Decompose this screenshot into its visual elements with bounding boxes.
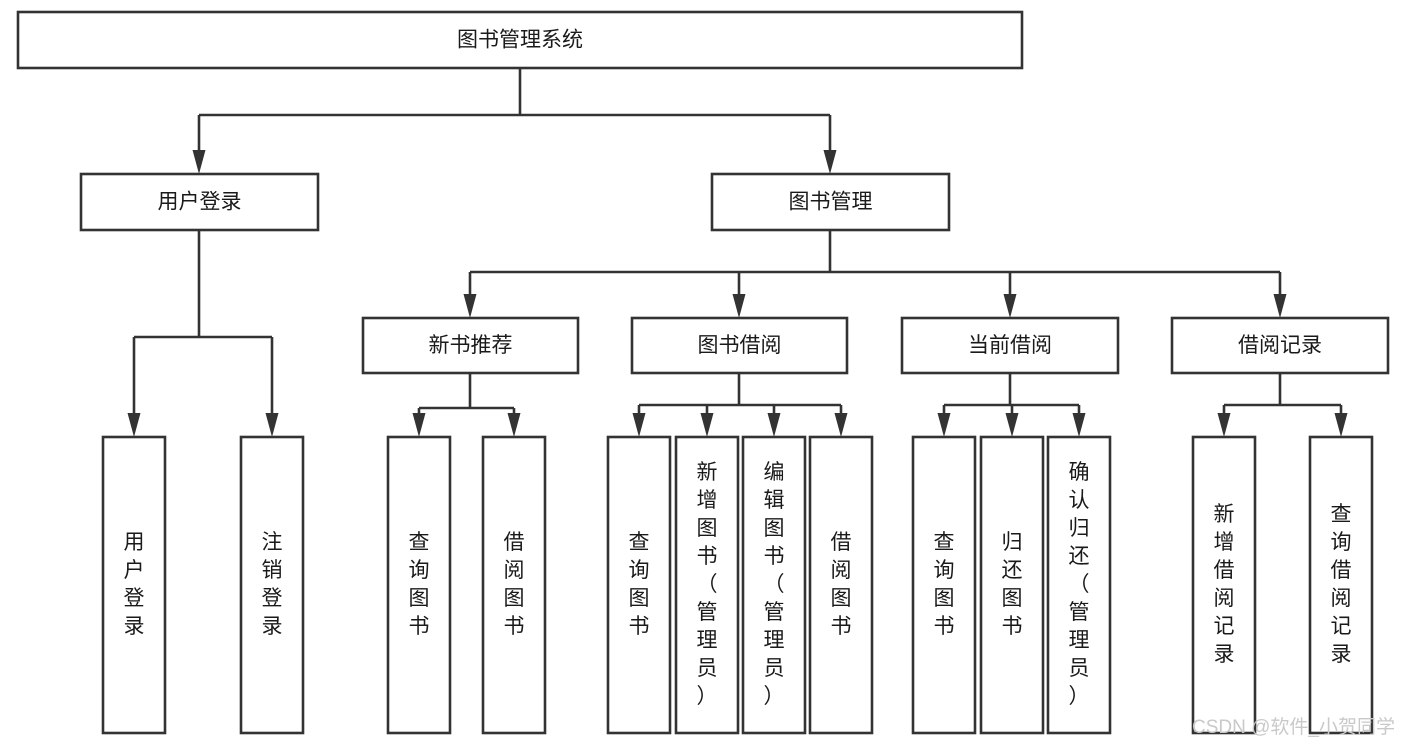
arrow-head-icon <box>632 413 646 437</box>
node-leaf-borrow-book-2[interactable]: 借阅图书 <box>808 435 874 735</box>
arrow-head-icon <box>700 413 714 437</box>
node-label: 图书借阅 <box>698 334 782 357</box>
node-box[interactable] <box>1308 435 1374 735</box>
node-box[interactable] <box>741 435 807 735</box>
node-label: 新增图书（管理员） <box>697 461 718 708</box>
node-box[interactable] <box>79 172 320 232</box>
node-label: 借阅记录 <box>1238 334 1322 357</box>
node-current-borrow[interactable]: 当前借阅 <box>900 316 1120 375</box>
arrow-head-icon <box>1005 413 1019 437</box>
node-label: 新书推荐 <box>429 334 513 357</box>
node-book-borrow[interactable]: 图书借阅 <box>630 316 849 375</box>
node-label: 当前借阅 <box>968 334 1052 357</box>
node-label: 查询图书 <box>934 531 955 638</box>
node-label: 确认归还（管理员） <box>1069 461 1090 708</box>
connector-conn-root <box>192 68 837 174</box>
arrow-head-icon <box>507 413 521 437</box>
node-label: 图书管理 <box>789 191 873 214</box>
node-label: 归还图书 <box>1002 531 1023 638</box>
arrow-head-icon <box>1273 294 1287 318</box>
node-label: 借阅图书 <box>831 531 852 638</box>
node-leaf-edit-book[interactable]: 编辑图书（管理员） <box>741 435 807 735</box>
arrow-head-icon <box>127 413 141 437</box>
node-book-mgmt[interactable]: 图书管理 <box>710 172 951 232</box>
node-label: 查询图书 <box>409 531 430 638</box>
node-leaf-query-book-1[interactable]: 查询图书 <box>386 435 452 735</box>
node-box[interactable] <box>101 435 167 735</box>
node-box[interactable] <box>386 435 452 735</box>
node-box[interactable] <box>674 435 740 735</box>
arrow-head-icon <box>192 150 206 174</box>
node-label: 图书管理系统 <box>457 29 583 52</box>
node-leaf-add-record[interactable]: 新增借阅记录 <box>1191 435 1257 735</box>
node-box[interactable] <box>900 316 1120 375</box>
node-root[interactable]: 图书管理系统 <box>16 10 1024 70</box>
node-leaf-query-record[interactable]: 查询借阅记录 <box>1308 435 1374 735</box>
arrow-head-icon <box>834 413 848 437</box>
node-box[interactable] <box>710 172 951 232</box>
node-leaf-add-book[interactable]: 新增图书（管理员） <box>674 435 740 735</box>
connector-conn-current-borrow <box>937 373 1086 437</box>
node-leaf-query-book-3[interactable]: 查询图书 <box>911 435 977 735</box>
connector-conn-book-mgmt <box>463 230 1287 318</box>
arrow-head-icon <box>937 413 951 437</box>
arrow-head-icon <box>463 294 477 318</box>
watermark-label: CSDN @软件_小贺同学 <box>1192 716 1395 738</box>
watermark-layer: CSDN @软件_小贺同学 <box>1192 716 1395 738</box>
node-box[interactable] <box>361 316 580 375</box>
connector-conn-user-login <box>127 230 279 437</box>
node-new-book-rec[interactable]: 新书推荐 <box>361 316 580 375</box>
arrow-head-icon <box>1003 294 1017 318</box>
node-label: 用户登录 <box>158 191 242 214</box>
arrow-head-icon <box>1334 413 1348 437</box>
node-box[interactable] <box>1191 435 1257 735</box>
arrow-head-icon <box>265 413 279 437</box>
node-leaf-user-logout[interactable]: 注销登录 <box>239 435 305 735</box>
node-layer: 图书管理系统用户登录图书管理新书推荐图书借阅当前借阅借阅记录用户登录注销登录查询… <box>16 10 1390 735</box>
node-user-login[interactable]: 用户登录 <box>79 172 320 232</box>
node-label: 查询图书 <box>629 531 650 638</box>
node-label: 注销登录 <box>262 531 283 638</box>
connector-conn-book-borrow <box>632 373 848 437</box>
node-leaf-confirm-return[interactable]: 确认归还（管理员） <box>1046 435 1112 735</box>
arrow-head-icon <box>767 413 781 437</box>
connector-layer <box>127 68 1348 437</box>
node-box[interactable] <box>1046 435 1112 735</box>
node-label: 编辑图书（管理员） <box>764 461 785 708</box>
node-leaf-query-book-2[interactable]: 查询图书 <box>606 435 672 735</box>
node-borrow-record[interactable]: 借阅记录 <box>1170 316 1390 375</box>
node-box[interactable] <box>808 435 874 735</box>
node-label: 借阅图书 <box>504 531 525 638</box>
arrow-head-icon <box>1217 413 1231 437</box>
node-label: 用户登录 <box>124 531 145 638</box>
node-box[interactable] <box>481 435 547 735</box>
connector-conn-borrow-record <box>1217 373 1348 437</box>
arrow-head-icon <box>412 413 426 437</box>
node-box[interactable] <box>630 316 849 375</box>
node-leaf-return-book[interactable]: 归还图书 <box>979 435 1045 735</box>
arrow-head-icon <box>732 294 746 318</box>
node-box[interactable] <box>16 10 1024 70</box>
node-label: 查询借阅记录 <box>1331 503 1352 666</box>
node-box[interactable] <box>979 435 1045 735</box>
node-label: 新增借阅记录 <box>1214 503 1235 666</box>
node-leaf-user-login[interactable]: 用户登录 <box>101 435 167 735</box>
node-box[interactable] <box>1170 316 1390 375</box>
node-box[interactable] <box>239 435 305 735</box>
connector-conn-new-book-rec <box>412 373 521 437</box>
arrow-head-icon <box>823 150 837 174</box>
node-box[interactable] <box>606 435 672 735</box>
arrow-head-icon <box>1072 413 1086 437</box>
node-box[interactable] <box>911 435 977 735</box>
node-leaf-borrow-book-1[interactable]: 借阅图书 <box>481 435 547 735</box>
